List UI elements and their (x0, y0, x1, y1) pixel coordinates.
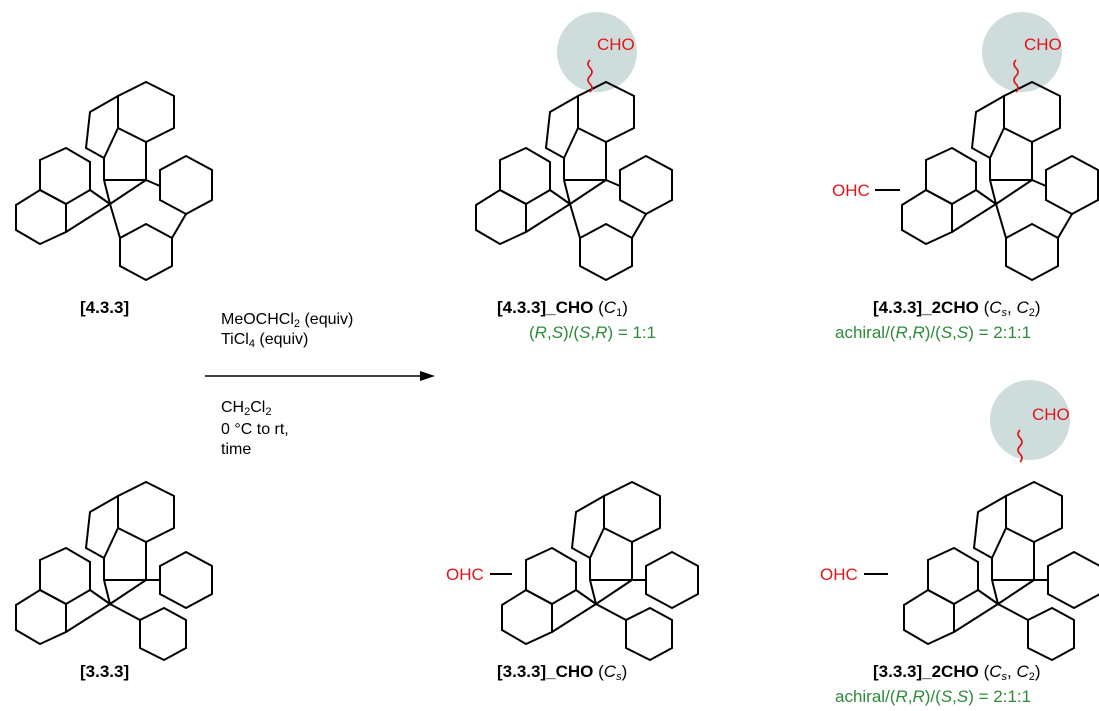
arrow-head (420, 371, 435, 381)
molecule-333-cho (501, 481, 699, 661)
ratio-333-2cho: achiral/(R,R)/(S,S) = 2:1:1 (835, 687, 1032, 706)
cho-group: CHO (597, 35, 635, 54)
molecule-433 (15, 81, 213, 281)
wavy-bond (1017, 429, 1023, 463)
label-433-2cho: [4.3.3]_2CHO (Cs, C2) (873, 298, 1041, 319)
ohc-group: OHC (446, 565, 484, 584)
molecule-433-cho (475, 81, 673, 281)
ohc-group: OHC (832, 181, 870, 200)
condition-time: time (221, 441, 252, 458)
ohc-group: OHC (820, 565, 858, 584)
ratio-433-2cho: achiral/(R,R)/(S,S) = 2:1:1 (835, 323, 1032, 342)
label-433-cho: [4.3.3]_CHO (C1) (497, 298, 628, 319)
cho-group: CHO (1032, 405, 1070, 424)
highlight-circle (557, 12, 637, 92)
label-433: [4.3.3] (80, 298, 130, 317)
condition-solvent: CH2Cl2 (221, 399, 272, 418)
condition-reagent1: MeOCHCl2 (equiv) (221, 311, 354, 330)
molecule-433-2cho (901, 81, 1099, 281)
molecule-333 (15, 481, 213, 661)
ratio-433-cho: (R,S)/(S,R) = 1:1 (529, 323, 657, 342)
label-333-cho: [3.3.3]_CHO (Cs) (497, 662, 628, 683)
wavy-bond (1013, 59, 1019, 93)
molecule-333-2cho (903, 481, 1099, 661)
wavy-bond (587, 59, 593, 93)
condition-reagent2: TiCl4 (equiv) (221, 331, 309, 350)
highlight-circle (990, 380, 1070, 460)
cho-group: CHO (1024, 35, 1062, 54)
highlight-circle (982, 12, 1062, 92)
label-333-2cho: [3.3.3]_2CHO (Cs, C2) (873, 662, 1041, 683)
condition-temperature: 0 °C to rt, (221, 421, 289, 438)
label-333: [3.3.3] (80, 662, 130, 681)
